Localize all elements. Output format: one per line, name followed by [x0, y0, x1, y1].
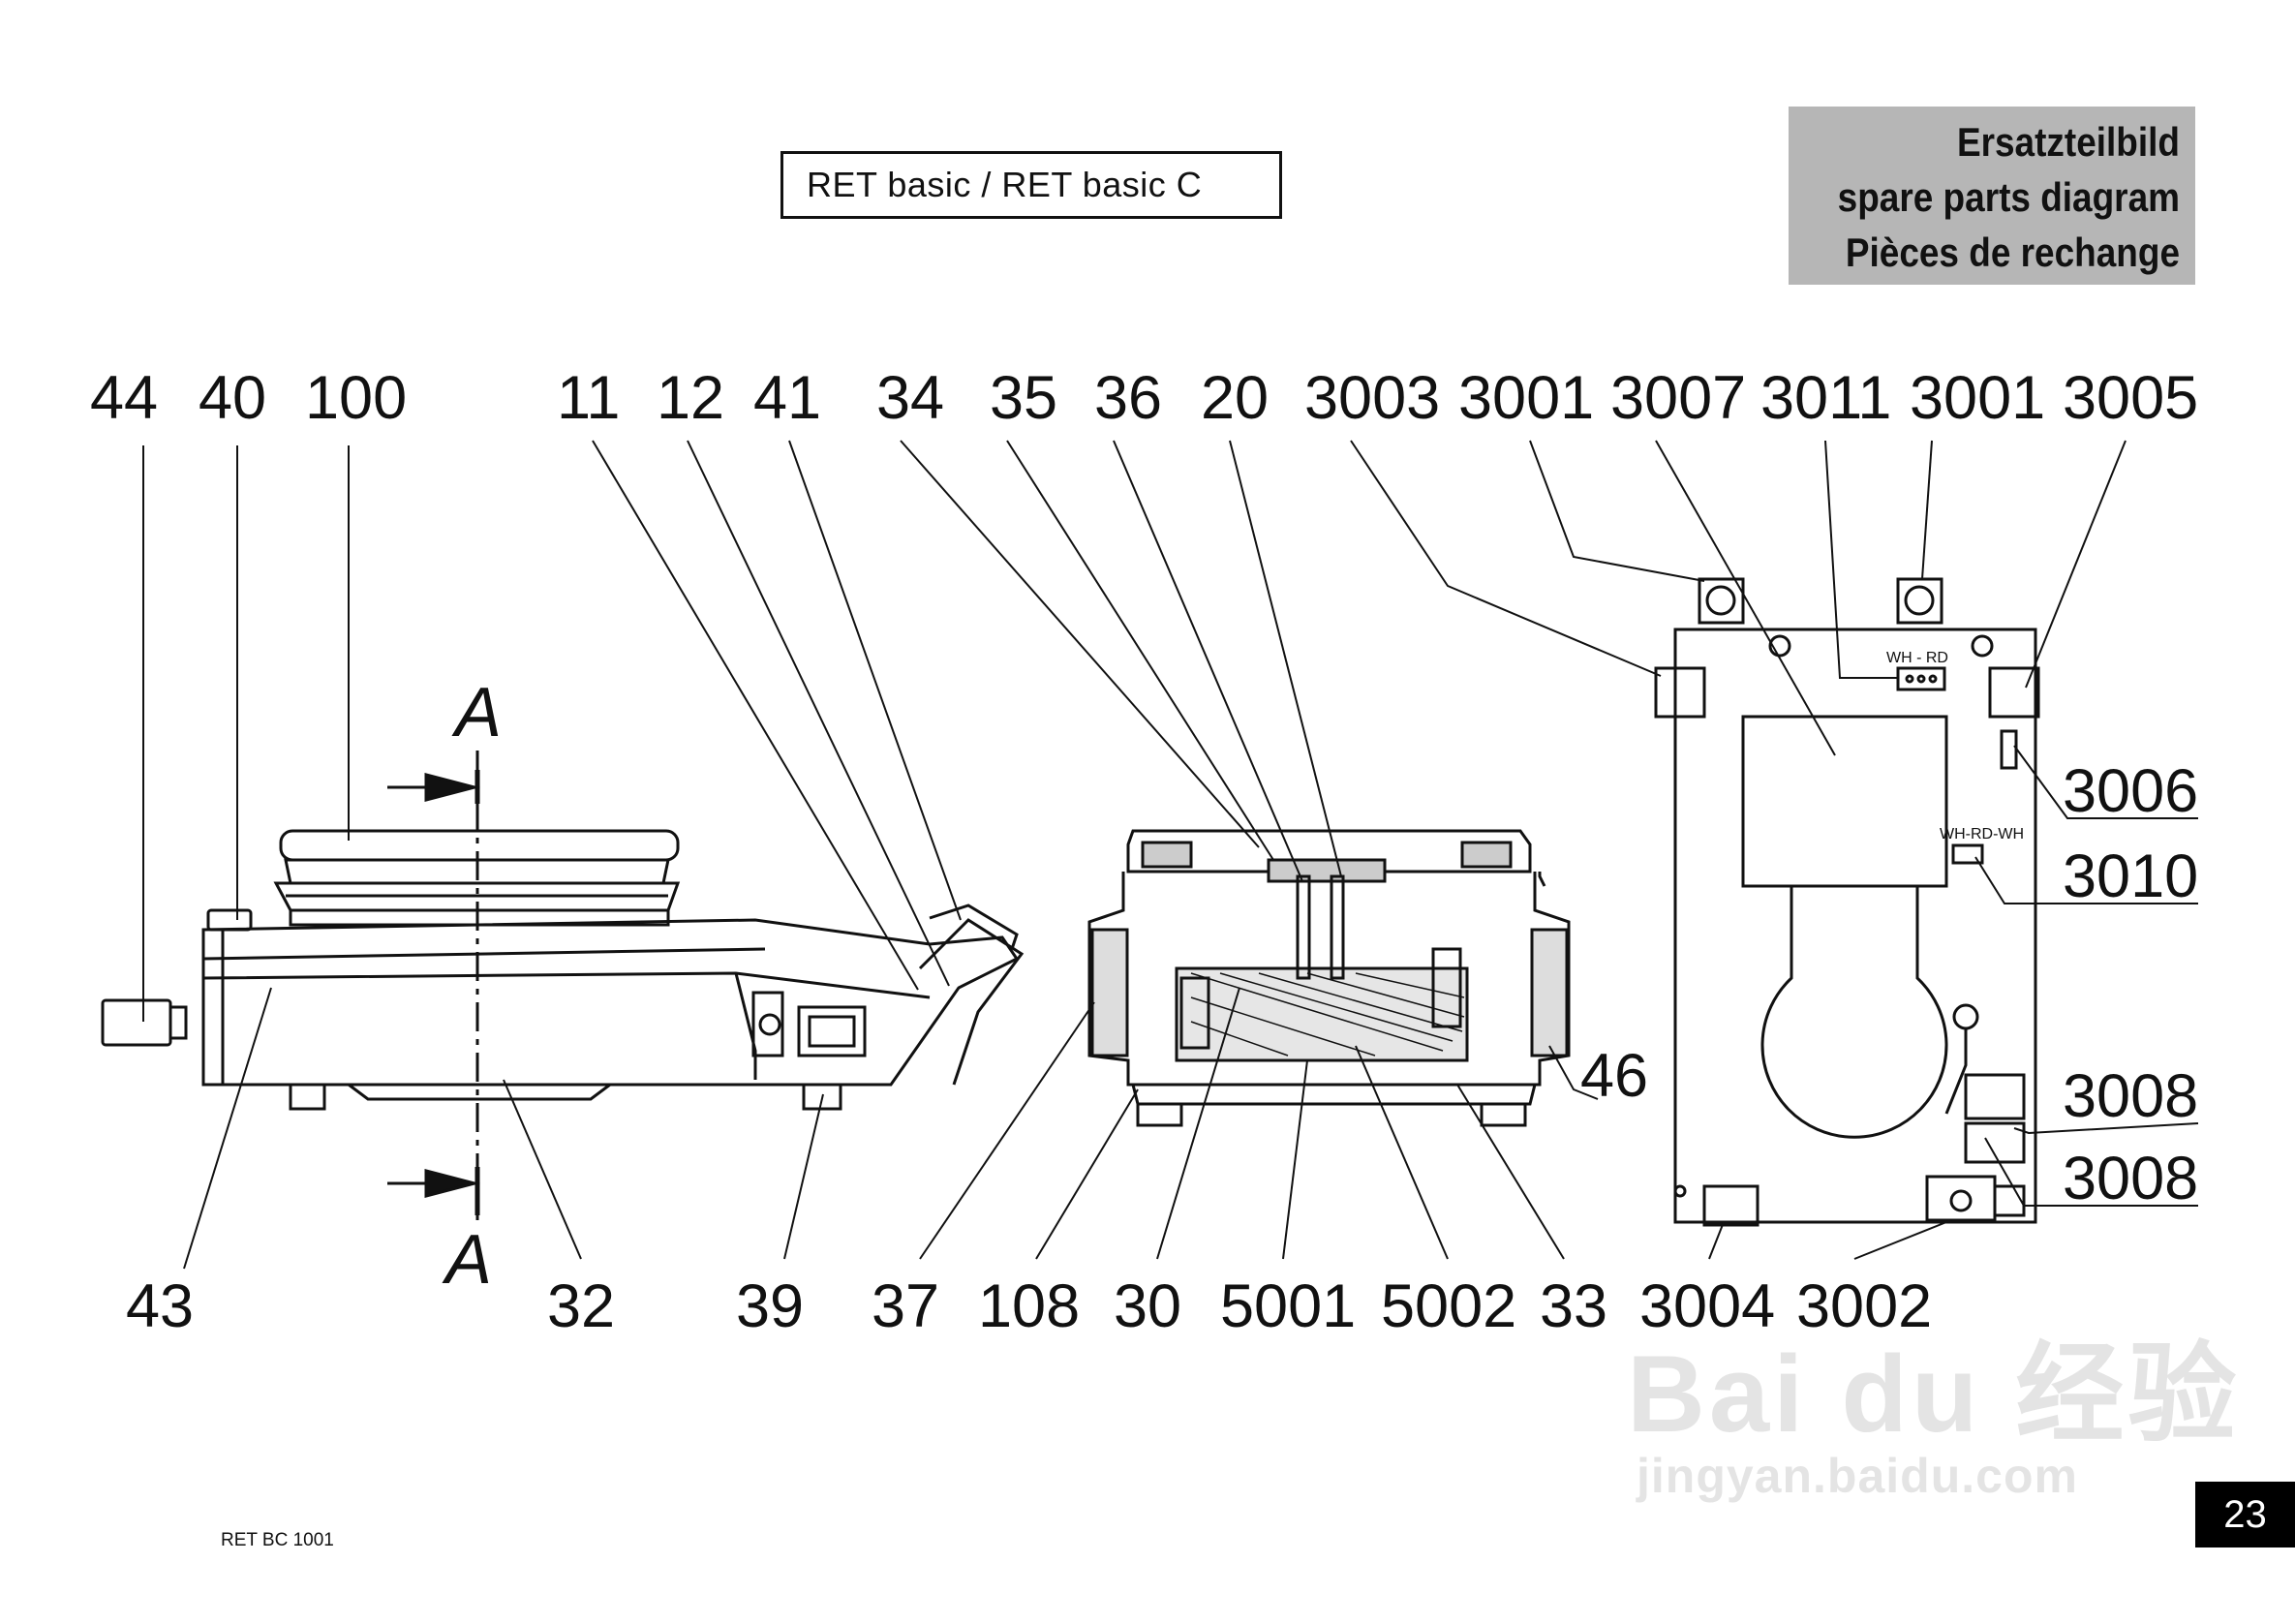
part-label: 39	[736, 1272, 804, 1340]
part-label: 108	[978, 1272, 1080, 1340]
part-label: 3008	[2063, 1145, 2198, 1212]
part-label: 32	[547, 1272, 615, 1340]
right-part-labels: 3006 3010 46 3008 3008	[1580, 757, 2198, 1212]
side-view	[101, 751, 1025, 1220]
part-label: 3003	[1304, 364, 1440, 432]
part-label: 41	[753, 364, 821, 432]
header-line-fr: Pièces de rechange	[1845, 230, 2180, 275]
part-label: 36	[1094, 364, 1162, 432]
connector-label-top: WH - RD	[1886, 650, 1948, 666]
bottom-part-labels: 43 32 39 37 108 30 5001 5002 33 3004 300…	[126, 1272, 1932, 1340]
part-label: 5001	[1220, 1272, 1356, 1340]
part-label: 3002	[1796, 1272, 1932, 1340]
diagram-header: Ersatzteilbild spare parts diagram Pièce…	[1789, 107, 2195, 285]
part-label: 3011	[1760, 364, 1891, 432]
part-label: 3006	[2063, 757, 2198, 825]
part-label: 3001	[1910, 364, 2045, 432]
part-label: 37	[872, 1272, 939, 1340]
part-label: 3008	[2063, 1062, 2198, 1130]
header-line-de: Ersatzteilbild	[1956, 119, 2180, 165]
leader-lines	[142, 440, 2199, 1270]
circuit-board-view	[1654, 577, 2040, 1227]
part-label: 100	[305, 364, 407, 432]
page-number: 23	[2195, 1482, 2295, 1547]
model-title: RET basic / RET basic C	[780, 151, 1282, 219]
cross-section-view	[1087, 829, 1571, 1127]
part-label: 34	[876, 364, 944, 432]
part-label: 33	[1540, 1272, 1607, 1340]
part-label: 3010	[2063, 843, 2198, 910]
section-label-bottom: A	[442, 1221, 492, 1299]
part-label: 35	[990, 364, 1057, 432]
part-label: 30	[1114, 1272, 1181, 1340]
part-label: 3007	[1610, 364, 1746, 432]
section-label-top: A	[451, 674, 502, 751]
part-label: 3004	[1639, 1272, 1775, 1340]
part-label: 11	[557, 364, 620, 432]
part-label: 3005	[2063, 364, 2198, 432]
part-label: 20	[1201, 364, 1269, 432]
part-label: 46	[1580, 1042, 1648, 1110]
header-line-en: spare parts diagram	[1837, 174, 2180, 220]
top-part-labels: 44 40 100 11 12 41 34 35 36 20 3003 3001…	[90, 364, 2198, 432]
part-label: 40	[199, 364, 266, 432]
part-label: 43	[126, 1272, 194, 1340]
document-number: RET BC 1001	[221, 1530, 334, 1550]
part-label: 44	[90, 364, 158, 432]
connector-label-side: WH-RD-WH	[1940, 826, 2024, 843]
part-label: 5002	[1381, 1272, 1516, 1340]
part-label: 3001	[1458, 364, 1594, 432]
part-label: 12	[657, 364, 724, 432]
